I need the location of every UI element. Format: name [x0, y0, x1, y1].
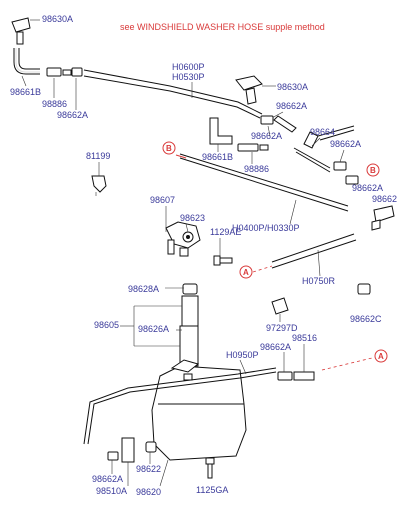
svg-text:B: B: [166, 144, 172, 153]
label-98662c: 98662C: [350, 314, 382, 324]
washer-reservoir-98620: [151, 359, 247, 461]
label-98664: 98664: [310, 127, 335, 137]
label-h0950p: H0950P: [226, 350, 259, 360]
label-1129ae: 1129AE: [210, 227, 241, 237]
hose-cap-r3: [345, 175, 359, 185]
hose-cap-left: [71, 67, 83, 77]
label-98886-mid: 98886: [244, 164, 269, 174]
label-h0750r: H0750R: [302, 276, 336, 286]
hose-dash-a: [252, 265, 273, 273]
label-98662a-left: 98662A: [57, 110, 88, 120]
hose-elbow-left: [15, 48, 40, 73]
grommet-98622: [145, 441, 157, 453]
hose-dash-right: [321, 357, 373, 371]
label-98662a-r3: 98662A: [352, 183, 383, 193]
supple-method-note: see WINDSHIELD WASHER HOSE supple method: [120, 22, 325, 32]
ref-b-right: B: [366, 163, 380, 177]
label-98626a: 98626A: [138, 324, 169, 334]
connector-98516: [277, 371, 315, 381]
washer-nozzle-top-left: [11, 17, 31, 45]
hose-branch-right: [260, 115, 355, 173]
bolt-1129ae: [213, 255, 233, 266]
cap-98662c: [357, 283, 371, 295]
label-98630a-top: 98630A: [42, 14, 73, 24]
label-98661b-mid: 98661B: [202, 152, 233, 162]
hose-h0950p: [83, 367, 277, 445]
label-98662a-bl: 98662A: [92, 474, 123, 484]
connector-98886-left: [46, 67, 72, 77]
svg-text:A: A: [243, 268, 249, 277]
ref-a-right: A: [374, 349, 388, 363]
label-h0600p: H0600P: [172, 62, 205, 72]
label-98630a-mid: 98630A: [277, 82, 308, 92]
ref-b-left: B: [162, 141, 187, 159]
label-98662a-r2: 98662A: [330, 139, 361, 149]
label-98510a: 98510A: [96, 486, 127, 496]
label-h0530p: H0530P: [172, 72, 205, 82]
washer-pump-98605: [179, 283, 199, 367]
label-98620: 98620: [136, 487, 161, 497]
svg-text:A: A: [378, 352, 384, 361]
svg-text:B: B: [370, 166, 376, 175]
label-98605: 98605: [94, 320, 119, 330]
hose-h0400p: [179, 153, 349, 212]
label-h0400p: H0400P/H0330P: [232, 223, 300, 233]
washer-valve-98623: [165, 221, 201, 257]
bolt-1125ga: [205, 457, 215, 479]
label-98516: 98516: [292, 333, 317, 343]
bracket-98510a: [107, 437, 135, 463]
label-98607: 98607: [150, 195, 175, 205]
hose-clip-right: [371, 205, 395, 231]
label-98662a-r1: 98662A: [251, 131, 282, 141]
washer-nozzle-right: [235, 75, 263, 105]
label-98661b-left: 98661B: [10, 87, 41, 97]
label-98623: 98623: [180, 213, 205, 223]
ref-a-mid: A: [239, 265, 253, 279]
clip-97297d: [271, 297, 289, 315]
connector-98886-mid: [237, 143, 269, 152]
label-97297d: 97297D: [266, 323, 298, 333]
label-98662a-low: 98662A: [260, 342, 291, 352]
hose-elbow-mid: [209, 117, 233, 145]
label-98662a-mid: 98662A: [276, 101, 307, 111]
label-98622: 98622: [136, 464, 161, 474]
hose-h0600p: [83, 69, 263, 119]
label-81199: 81199: [86, 151, 110, 161]
label-98886-left: 98886: [42, 99, 67, 109]
label-1125ga: 1125GA: [196, 485, 228, 495]
label-98662-r: 98662: [372, 194, 397, 204]
hose-h0750r: [271, 233, 357, 269]
clip-81199: [91, 175, 107, 196]
label-98628a: 98628A: [128, 284, 159, 294]
